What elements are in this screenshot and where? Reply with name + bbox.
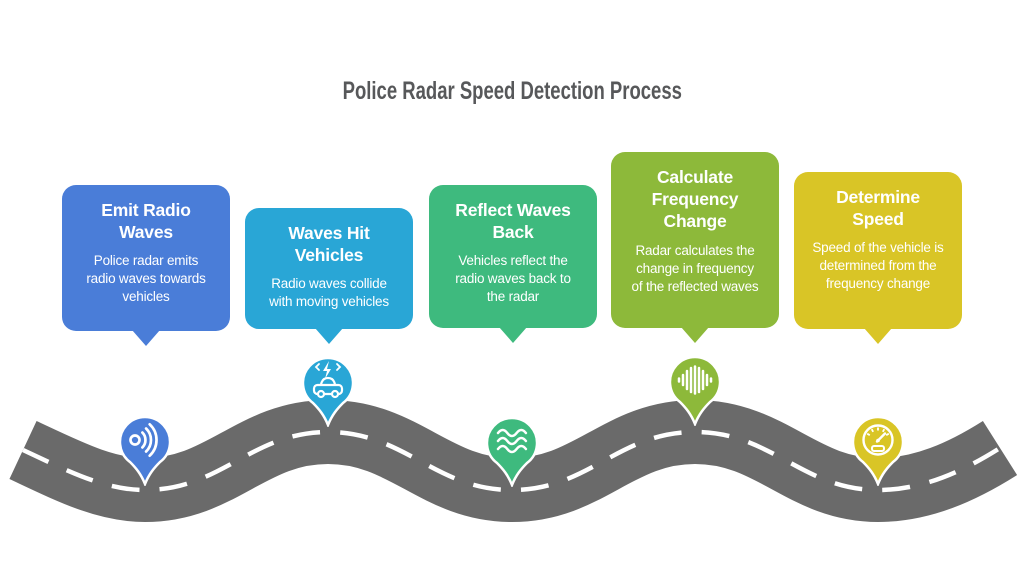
- map-pin-reflect-waves-back: [485, 416, 539, 487]
- step-box-emit-radio-waves: Emit Radio Waves Police radar emits radi…: [62, 185, 230, 331]
- car-collision-icon: [312, 361, 344, 399]
- road-centerline: [22, 429, 1002, 493]
- step-title: Calculate Frequency Change: [651, 167, 739, 232]
- step-box-calculate-frequency-change: Calculate Frequency Change Radar calcula…: [611, 152, 779, 328]
- step-description: Speed of the vehicle is determined from …: [812, 240, 944, 292]
- step-title: Reflect Waves Back: [455, 200, 571, 243]
- step-box-waves-hit-vehicles: Waves Hit Vehicles Radio waves collide w…: [245, 208, 413, 329]
- radio-waves-icon: [129, 422, 158, 458]
- map-pin-waves-hit-vehicles: [301, 356, 355, 427]
- speedometer-icon: [862, 424, 894, 456]
- step-title: Emit Radio Waves: [101, 200, 191, 243]
- page-title: Police Radar Speed Detection Process: [342, 77, 682, 105]
- step-description: Police radar emits radio waves towards v…: [86, 253, 206, 305]
- map-pin-determine-speed: [851, 415, 905, 486]
- map-pin-emit-radio-waves: [118, 415, 172, 486]
- step-title: Determine Speed: [836, 187, 920, 230]
- step-description: Radio waves collide with moving vehicles: [269, 276, 389, 310]
- step-description: Radar calculates the change in frequency…: [631, 242, 759, 294]
- step-box-reflect-waves-back: Reflect Waves Back Vehicles reflect the …: [429, 185, 597, 328]
- map-pin-calculate-frequency-change: [668, 355, 722, 426]
- step-description: Vehicles reflect the radio waves back to…: [455, 253, 571, 305]
- frequency-bars-icon: [677, 365, 713, 395]
- step-title: Waves Hit Vehicles: [288, 223, 370, 266]
- reflected-waves-icon: [496, 428, 528, 454]
- step-box-determine-speed: Determine Speed Speed of the vehicle is …: [794, 172, 962, 329]
